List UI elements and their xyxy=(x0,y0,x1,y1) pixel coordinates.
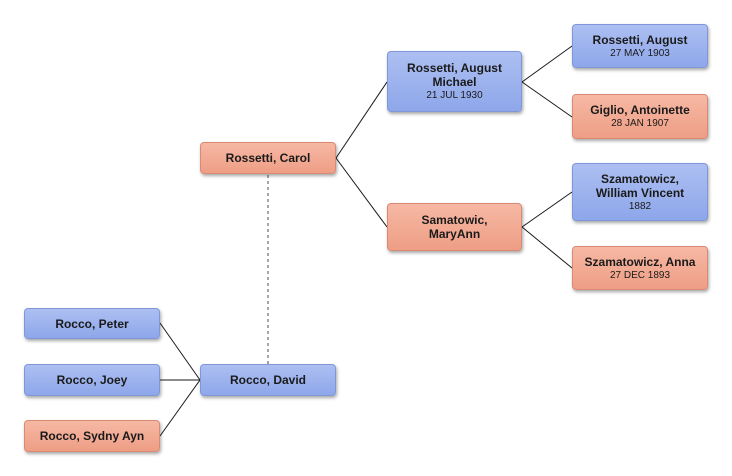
person-name: Rocco, Joey xyxy=(56,373,128,387)
connector-maryann-father xyxy=(521,191,573,228)
connector-sydny-david xyxy=(159,379,201,437)
person-card-rossetti-carol[interactable]: Rossetti, Carol xyxy=(200,142,336,174)
connector-augustm-father xyxy=(521,45,573,83)
person-card-giglio-antoinette[interactable]: Giglio, Antoinette 28 JAN 1907 xyxy=(572,94,708,139)
person-name: Rossetti, August Michael xyxy=(407,61,502,89)
person-card-rocco-david[interactable]: Rocco, David xyxy=(200,364,336,396)
person-card-rocco-joey[interactable]: Rocco, Joey xyxy=(24,364,160,396)
connector-carol-mother xyxy=(335,157,388,228)
person-name: Szamatowicz, William Vincent xyxy=(595,171,685,200)
connector-maryann-mother xyxy=(521,226,573,269)
person-card-rocco-peter[interactable]: Rocco, Peter xyxy=(24,308,160,339)
person-date: 28 JAN 1907 xyxy=(611,118,669,129)
person-name: Giglio, Antoinette xyxy=(590,103,690,117)
person-date: 21 JUL 1930 xyxy=(426,90,483,101)
person-date: 1882 xyxy=(628,200,652,212)
person-date: 27 MAY 1903 xyxy=(610,47,670,59)
connector-peter-david xyxy=(159,322,201,381)
person-card-szamatowicz-anna[interactable]: Szamatowicz, Anna 27 DEC 1893 xyxy=(572,246,708,290)
person-name: Rossetti, August xyxy=(592,32,688,47)
person-name: Szamatowicz, Anna xyxy=(584,254,696,269)
person-name: Rossetti, Carol xyxy=(225,151,311,165)
person-card-szamatowicz-william[interactable]: Szamatowicz, William Vincent 1882 xyxy=(572,163,708,221)
connector-carol-father xyxy=(335,81,388,159)
person-card-rossetti-august-michael[interactable]: Rossetti, August Michael 21 JUL 1930 xyxy=(387,51,522,112)
person-card-rocco-sydny-ayn[interactable]: Rocco, Sydny Ayn xyxy=(24,420,160,452)
person-name: Samatowic, MaryAnn xyxy=(421,213,488,241)
person-name: Rocco, Sydny Ayn xyxy=(39,429,145,443)
person-card-samatowic-maryann[interactable]: Samatowic, MaryAnn xyxy=(387,203,522,251)
person-date: 27 DEC 1893 xyxy=(609,269,671,281)
person-name: Rocco, David xyxy=(229,373,307,387)
person-card-rossetti-august[interactable]: Rossetti, August 27 MAY 1903 xyxy=(572,24,708,68)
person-name: Rocco, Peter xyxy=(55,316,129,331)
connector-augustm-mother xyxy=(521,81,573,118)
